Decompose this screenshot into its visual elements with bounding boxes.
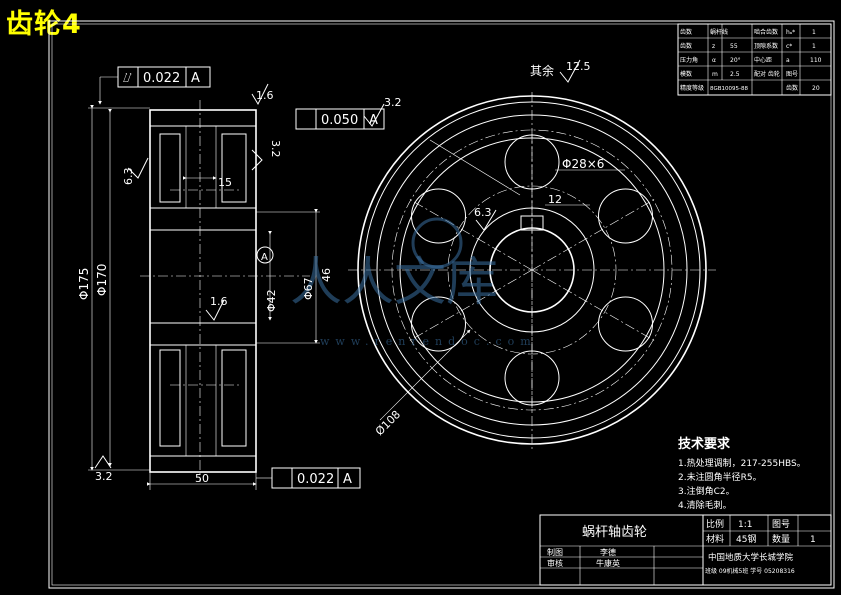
inner-frame bbox=[51, 23, 832, 586]
annotation-labels: ⌰ 0.022 A 0.022 A 0.050 A A 1.6 3.2 6.3 … bbox=[77, 60, 604, 487]
drawing-frame bbox=[48, 20, 835, 589]
svg-text:1: 1 bbox=[812, 29, 816, 36]
dim-67: Φ67 bbox=[302, 277, 315, 300]
svg-text:1: 1 bbox=[812, 43, 816, 50]
dim-15: 15 bbox=[218, 176, 232, 189]
tech-item: 3.注倒角C2。 bbox=[678, 485, 735, 497]
datum-mid: A bbox=[369, 113, 378, 128]
rough-bore: 3.2 bbox=[384, 96, 402, 109]
svg-text:齿数: 齿数 bbox=[680, 42, 692, 50]
flatness-frame-mid bbox=[295, 108, 385, 130]
flatness-mid-value: 0.050 bbox=[321, 113, 358, 128]
tech-heading: 技术要求 bbox=[678, 436, 731, 452]
datum-bottom: A bbox=[343, 472, 352, 487]
param-table-text: 齿数 蜗杆线 啮合齿数 hₐ* 1 齿数 z 55 顶隙系数 c* 1 压力角 … bbox=[680, 28, 822, 92]
svg-text:a: a bbox=[786, 57, 790, 64]
other-label: 其余 bbox=[530, 63, 554, 78]
svg-text:模数: 模数 bbox=[680, 70, 692, 78]
svg-text:55: 55 bbox=[730, 43, 738, 50]
svg-text:顶隙系数: 顶隙系数 bbox=[754, 42, 778, 50]
dim-170: Φ170 bbox=[95, 264, 109, 296]
hole-center-line bbox=[409, 269, 533, 341]
svg-text:中国地质大学长城学院: 中国地质大学长城学院 bbox=[708, 552, 794, 563]
svg-text:⌰: ⌰ bbox=[123, 71, 132, 86]
svg-text:hₐ*: hₐ* bbox=[786, 29, 795, 36]
svg-text:c*: c* bbox=[786, 43, 792, 50]
svg-text:m: m bbox=[712, 71, 718, 78]
web-hole bbox=[411, 188, 466, 244]
rough-bottom: 3.2 bbox=[95, 470, 113, 483]
holes-label: Φ28×6 bbox=[562, 157, 604, 171]
svg-text:齿数: 齿数 bbox=[786, 84, 798, 92]
svg-text:精度等级: 精度等级 bbox=[680, 84, 704, 92]
svg-text:李德: 李德 bbox=[600, 547, 616, 557]
svg-text:45钢: 45钢 bbox=[736, 533, 756, 545]
tech-requirements: 技术要求 1.热处理调制，217-255HBS。 2.未注圆角半径R5。 3.注… bbox=[678, 436, 806, 511]
rough-left: 6.3 bbox=[122, 168, 135, 186]
datum-a-label: A bbox=[261, 252, 268, 263]
page-title: 齿轮4 bbox=[6, 9, 82, 40]
rough-mid: 1.6 bbox=[210, 295, 228, 308]
web-hole bbox=[411, 296, 466, 352]
param-table bbox=[677, 23, 832, 96]
svg-text:1: 1 bbox=[810, 535, 816, 545]
svg-text:20°: 20° bbox=[730, 57, 741, 64]
watermark: 人人文库 www.renrendoc.com bbox=[290, 217, 537, 348]
title-block-text: 蜗杆轴齿轮 比例 1:1 图号 材料 45钢 数量 1 制图 李德 审核 牛康英… bbox=[547, 518, 816, 575]
svg-text:压力角: 压力角 bbox=[680, 56, 698, 64]
svg-text:制图: 制图 bbox=[547, 547, 563, 557]
rough-right: 3.2 bbox=[269, 140, 282, 158]
hole-center-line bbox=[531, 269, 655, 341]
section-view bbox=[88, 66, 361, 490]
tech-item: 4.清除毛刺。 bbox=[678, 499, 732, 511]
dim-42: Φ42 bbox=[265, 289, 278, 312]
svg-text:110: 110 bbox=[810, 57, 822, 64]
flatness-bottom-value: 0.022 bbox=[297, 472, 334, 487]
svg-text:z: z bbox=[712, 43, 715, 50]
tech-item: 2.未注圆角半径R5。 bbox=[678, 471, 762, 483]
svg-text:图号: 图号 bbox=[786, 71, 798, 78]
datum-a-marker bbox=[256, 246, 274, 264]
web-hole bbox=[598, 296, 653, 352]
svg-text:α: α bbox=[712, 57, 716, 64]
gear-outline bbox=[149, 109, 257, 473]
front-view bbox=[295, 59, 716, 450]
svg-text:比例: 比例 bbox=[706, 518, 724, 530]
circle-108: Ø108 bbox=[373, 408, 403, 438]
hole-center-line bbox=[531, 199, 655, 271]
web-hole bbox=[598, 188, 653, 244]
tech-item: 1.热处理调制，217-255HBS。 bbox=[678, 457, 806, 469]
other-rough: 12.5 bbox=[566, 60, 591, 73]
title-block bbox=[539, 514, 832, 586]
hole-center-line bbox=[409, 199, 533, 271]
part-name: 蜗杆轴齿轮 bbox=[582, 524, 647, 540]
svg-text:审核: 审核 bbox=[547, 558, 563, 568]
flatness-top-value: 0.022 bbox=[143, 71, 180, 86]
key-width: 12 bbox=[548, 193, 562, 206]
svg-text:1:1: 1:1 bbox=[738, 520, 752, 530]
watermark-url: www.renrendoc.com bbox=[320, 335, 537, 348]
dim-175: Φ175 bbox=[77, 268, 91, 300]
svg-text:啮合齿数: 啮合齿数 bbox=[754, 28, 778, 36]
svg-text:材料: 材料 bbox=[706, 533, 724, 545]
svg-text:齿数: 齿数 bbox=[680, 28, 692, 36]
dim-50: 50 bbox=[195, 472, 209, 485]
svg-text:班级 09机械5班 学号 05208316: 班级 09机械5班 学号 05208316 bbox=[705, 567, 795, 575]
svg-text:2.5: 2.5 bbox=[730, 71, 740, 78]
rough-top: 1.6 bbox=[256, 89, 274, 102]
rough-key: 6.3 bbox=[474, 206, 492, 219]
svg-text:中心距: 中心距 bbox=[754, 56, 772, 64]
svg-text:配对 齿轮: 配对 齿轮 bbox=[754, 70, 780, 78]
svg-text:数量: 数量 bbox=[772, 533, 790, 545]
svg-text:8GB10095-88: 8GB10095-88 bbox=[710, 86, 749, 92]
svg-text:20: 20 bbox=[812, 85, 820, 92]
svg-text:牛康英: 牛康英 bbox=[596, 558, 620, 568]
svg-text:蜗杆线: 蜗杆线 bbox=[710, 28, 728, 36]
svg-text:图号: 图号 bbox=[772, 519, 790, 530]
watermark-text: 人人文库 bbox=[290, 253, 498, 313]
datum-top: A bbox=[191, 71, 200, 86]
dim-46: 46 bbox=[320, 268, 333, 282]
